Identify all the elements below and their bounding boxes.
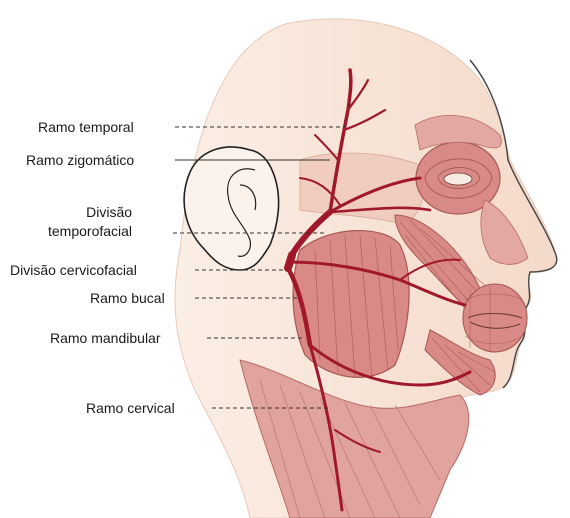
label-ramo-mandibular: Ramo mandibular <box>50 330 161 346</box>
label-ramo-bucal: Ramo bucal <box>90 290 165 306</box>
eye <box>444 173 472 185</box>
label-ramo-zigomatico: Ramo zigomático <box>26 152 134 168</box>
masseter-muscle <box>293 231 409 378</box>
label-ramo-cervical: Ramo cervical <box>86 400 175 416</box>
label-divisao-cervicofacial: Divisão cervicofacial <box>10 262 137 278</box>
label-divisao-temporofacial-line2: temporofacial <box>48 222 132 241</box>
label-ramo-temporal: Ramo temporal <box>38 119 134 135</box>
label-divisao-temporofacial-line1: Divisão <box>48 203 132 222</box>
label-divisao-temporofacial: Divisão temporofacial <box>48 203 132 241</box>
